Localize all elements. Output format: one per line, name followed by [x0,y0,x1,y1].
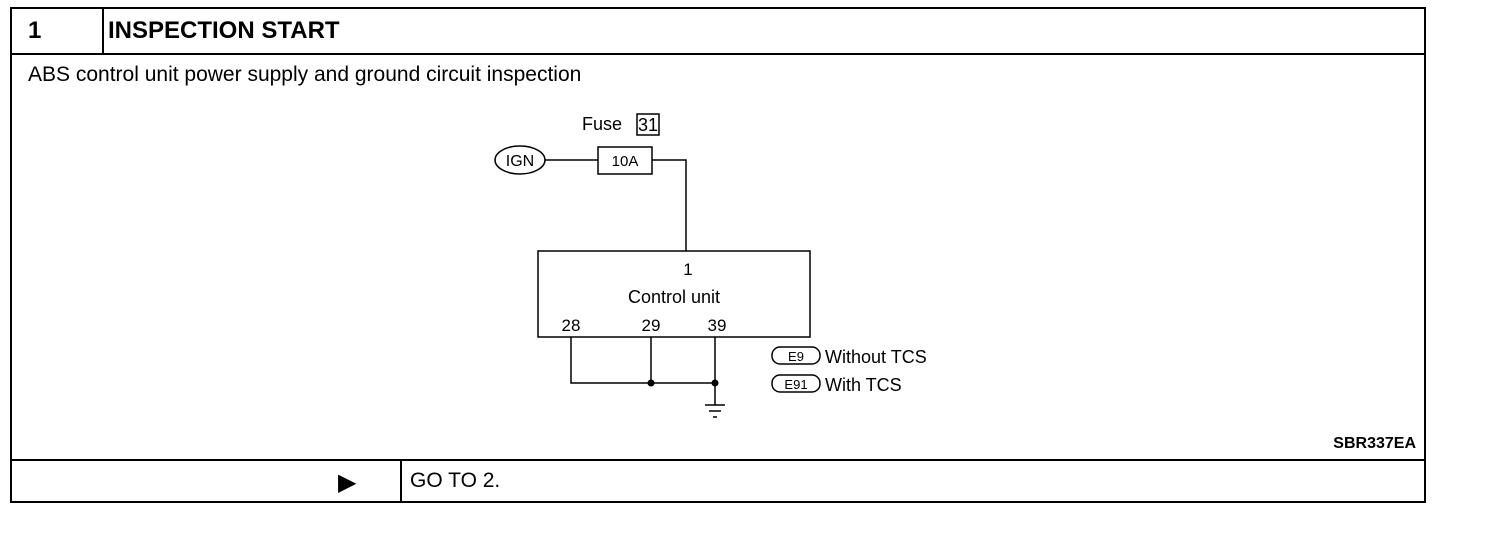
connector-id-e9: E9 [788,349,804,364]
step-description: ABS control unit power supply and ground… [28,63,582,86]
fuse-number-box [636,113,660,136]
control-unit-pin-39: 39 [708,316,727,335]
connector-badge-e91 [771,374,821,393]
step-number: 1 [12,9,104,53]
fuse-number: 31 [638,115,658,135]
control-unit-label: Control unit [628,287,720,307]
ground-icon [705,404,725,418]
control-unit-pin-1: 1 [683,260,692,279]
connector-note-e91: With TCS [825,375,902,395]
step-header: 1 INSPECTION START [12,9,1424,55]
ign-label: IGN [506,153,534,170]
footer-arrow-cell: ▶ [12,461,402,501]
ground-wire-28 [570,337,715,384]
step-footer: ▶ GO TO 2. [12,459,1424,501]
connector-note-e9: Without TCS [825,347,927,367]
wire-fuse-pin1 [652,159,687,251]
inspection-table: 1 INSPECTION START ABS control unit powe… [10,7,1426,503]
fuse-label: Fuse [582,114,622,134]
connector-badge-e9 [771,346,821,365]
step-body: ABS control unit power supply and ground… [12,55,1424,459]
step-title: INSPECTION START [108,17,340,44]
reference-code: SBR337EA [1333,435,1416,452]
connector-id-e91: E91 [784,377,807,392]
control-unit-box [537,250,811,338]
control-unit-pin-28: 28 [562,316,581,335]
triangle-right-icon: ▶ [338,469,357,496]
control-unit-pin-29: 29 [642,316,661,335]
wiring-diagram: Fuse 31 IGN 10A 1 Control unit 28 29 39 [494,113,927,418]
junction-dot [647,379,655,387]
next-step-link[interactable]: GO TO 2. [410,469,501,492]
junction-dot [711,379,719,387]
fuse-rating: 10A [612,153,639,170]
